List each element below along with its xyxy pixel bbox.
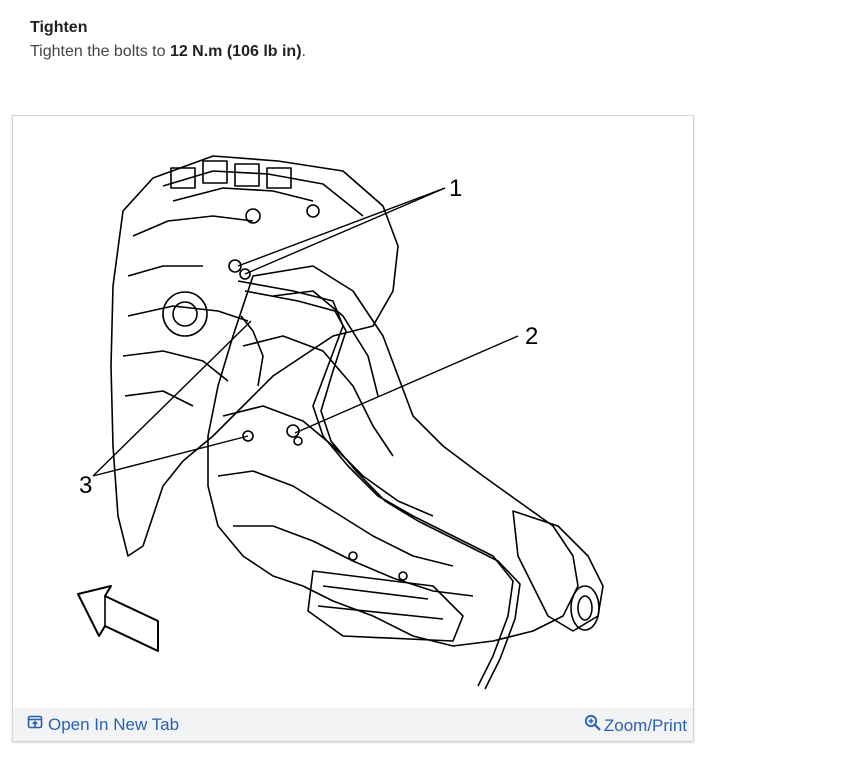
figure-toolbar: Open In New Tab Zoom/Print [13,708,693,741]
step-instruction: Tighten the bolts to 12 N.m (106 lb in). [30,43,306,61]
callout-2: 2 [525,323,538,350]
step-heading: Tighten [30,19,88,36]
oil-pan [307,570,464,642]
instruction-text: Tighten the bolts to [30,43,170,60]
front-arrow [77,585,159,652]
transmission-diagram[interactable]: 1 2 3 [13,116,693,708]
transmission-case [207,265,579,647]
open-in-new-tab-label: Open In New Tab [48,714,180,734]
open-in-new-tab-button[interactable]: Open In New Tab [27,714,179,735]
tail-housing [512,510,604,632]
callout-1: 1 [449,175,462,202]
open-in-new-tab-icon [27,714,43,735]
callout-3: 3 [79,472,92,499]
figure-card: 1 2 3 Open In New Tab [12,115,694,742]
zoom-in-icon [584,714,602,737]
zoom-print-label: Zoom/Print [603,715,687,735]
instruction-end: . [301,43,306,60]
zoom-print-button[interactable]: Zoom/Print [584,714,687,737]
torque-spec: 12 N.m (106 lb in) [169,43,302,60]
engine-block [110,155,399,557]
cooler-line [237,280,514,687]
